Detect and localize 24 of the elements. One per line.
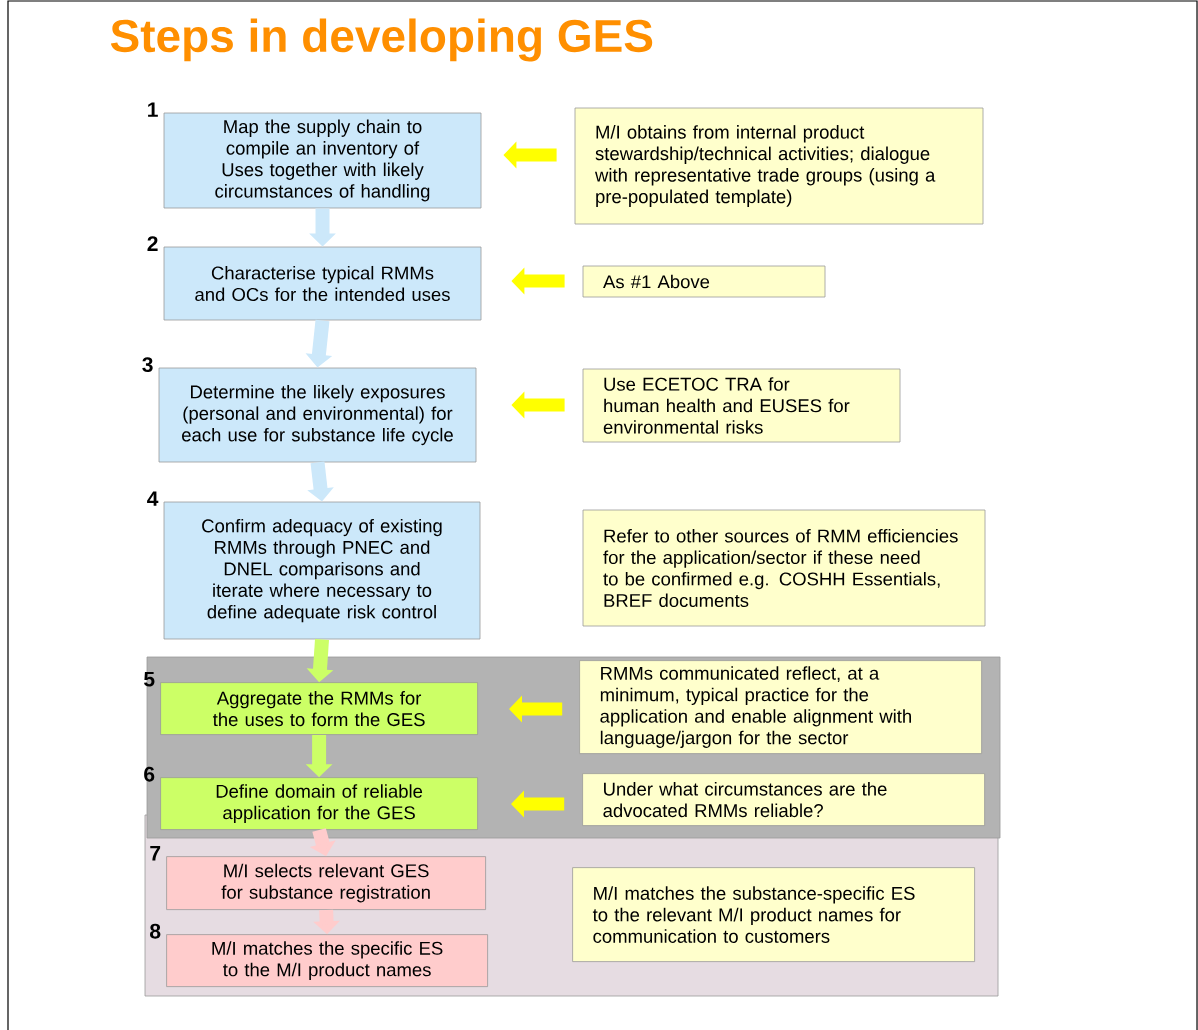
step-box: M/I selects relevant GES for substance registration: [166, 856, 486, 910]
step-box: Define domain of reliable application for the GES: [160, 777, 478, 830]
title: Steps in developing GES: [110, 18, 653, 62]
note-box: Refer to other sources of RMM efficiencies for the application/sector if these need to be confirmed e.g. COSHH Essentials, BREF documents: [582, 509, 986, 627]
note-box: RMMs communicated reflect, at a minimum, typical practice for the application and enable alignment with language/jargon for the sector: [579, 660, 982, 754]
note-box: Under what circumstances are the advocated RMMs reliable?: [582, 773, 985, 826]
note-box: M/I obtains from internal product stewardship/technical activities; dialogue with representative trade groups (using a pre-populated template): [574, 107, 984, 225]
step-box: M/I matches the specific ES to the M/I product names: [166, 934, 488, 987]
step-box: Determine the likely exposures (personal and environmental) for each use for substance life cycle: [158, 367, 477, 463]
step-number: 2: [147, 236, 158, 251]
step-box: Characterise typical RMMs and OCs for the intended uses: [163, 246, 482, 321]
step-number: 6: [144, 766, 155, 782]
step-number: 8: [150, 923, 161, 939]
step-box: Confirm adequacy of existing RMMs through PNEC and DNEL comparisons and iterate where necessary to define adequate risk control: [163, 501, 481, 640]
step-number: 7: [150, 846, 161, 861]
step-box: Map the supply chain to compile an inventory of Uses together with likely circumstances of handling: [163, 112, 482, 209]
step-number: 3: [142, 357, 153, 373]
note-box: M/I matches the substance-specific ES to the relevant M/I product names for communication to customers: [572, 867, 975, 962]
step-number: 1: [148, 102, 158, 117]
note-box: As #1 Above: [582, 265, 826, 298]
step-number: 4: [147, 491, 159, 506]
step-number: 5: [144, 671, 155, 687]
note-box: Use ECETOC TRA for human health and EUSES for environmental risks: [582, 368, 901, 443]
step-box: Aggregate the RMMs for the uses to form the GES: [160, 682, 478, 735]
